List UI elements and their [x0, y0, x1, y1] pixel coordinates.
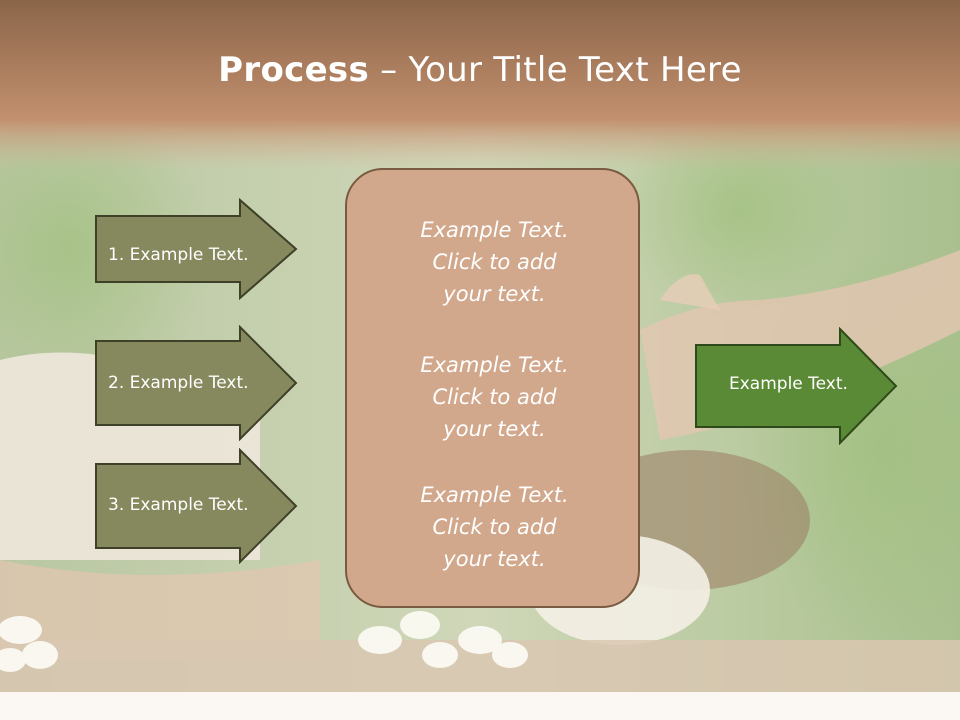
right-arrow-shape [695, 327, 898, 445]
center-block-2-line1: Example Text. [420, 353, 569, 377]
title-bold: Process [218, 50, 370, 90]
center-text-box: Example Text. Click to add your text. Ex… [345, 168, 640, 608]
left-arrow-2-label: 2. Example Text. [108, 373, 249, 393]
center-block-1: Example Text. Click to add your text. [347, 214, 642, 310]
left-arrow-1-shape [95, 198, 298, 300]
center-block-1-line1: Example Text. [420, 218, 569, 242]
center-block-3-line1: Example Text. [420, 483, 569, 507]
center-block-1-line3: your text. [443, 282, 546, 306]
page-title: Process – Your Title Text Here [0, 50, 960, 90]
right-arrow-label: Example Text. [729, 374, 848, 394]
center-block-1-line2: Click to add [432, 250, 557, 274]
center-block-2-line2: Click to add [432, 385, 557, 409]
left-arrow-2-shape [95, 325, 298, 441]
left-arrow-3-label: 3. Example Text. [108, 495, 249, 515]
center-block-2: Example Text. Click to add your text. [347, 349, 642, 445]
center-block-3-line2: Click to add [432, 515, 557, 539]
left-arrow-3-shape [95, 448, 298, 564]
center-block-3-line3: your text. [443, 547, 546, 571]
center-block-2-line3: your text. [443, 417, 546, 441]
title-rest: – Your Title Text Here [380, 50, 742, 90]
left-arrow-1-label: 1. Example Text. [108, 245, 249, 265]
center-block-3: Example Text. Click to add your text. [347, 479, 642, 575]
